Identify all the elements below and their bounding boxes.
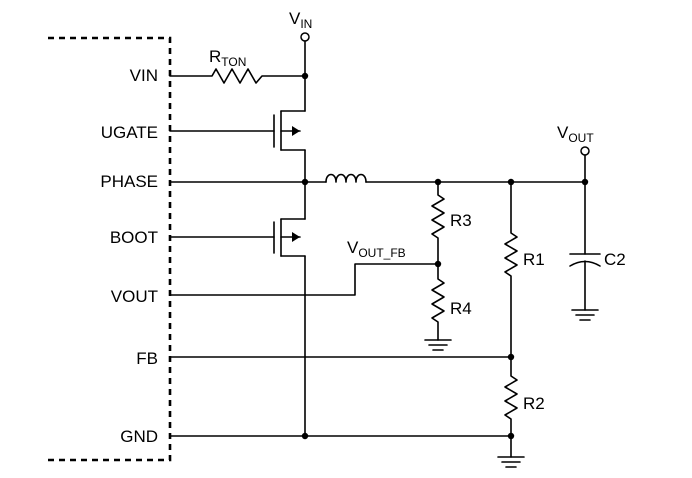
ic-boundary xyxy=(48,36,172,462)
r1-label: R1 xyxy=(523,250,545,269)
low-side-source-dot xyxy=(301,432,309,440)
r3-resistor xyxy=(431,181,445,265)
r4-resistor xyxy=(431,263,445,341)
r2-label: R2 xyxy=(523,394,545,413)
vin-terminal xyxy=(300,32,310,42)
vout-terminal-label: VOUT xyxy=(557,123,594,145)
r4-ground-icon xyxy=(424,339,452,351)
r2-resistor xyxy=(504,356,518,437)
c2-ground-icon xyxy=(571,309,599,321)
pin-label-vout: VOUT xyxy=(111,287,158,306)
inductor xyxy=(325,173,367,183)
vout-fb-label: VOUT_FB xyxy=(347,238,406,260)
r1-resistor xyxy=(504,181,518,358)
c2-label: C2 xyxy=(604,250,626,269)
high-side-mosfet xyxy=(169,75,306,183)
pin-label-gnd: GND xyxy=(120,427,158,446)
vout-sense-wire xyxy=(169,263,439,296)
low-side-mosfet xyxy=(169,181,306,437)
vout-terminal xyxy=(580,146,590,156)
c2-capacitor xyxy=(569,181,601,311)
rton-resistor xyxy=(169,68,306,84)
gnd-ground-icon xyxy=(497,456,525,468)
r3-label: R3 xyxy=(450,211,472,230)
rton-label: RTON xyxy=(209,47,246,69)
pin-label-boot: BOOT xyxy=(110,228,158,247)
r4-label: R4 xyxy=(450,299,472,318)
pin-label-phase: PHASE xyxy=(100,172,158,191)
pin-label-ugate: UGATE xyxy=(101,123,158,142)
vin-terminal-label: VIN xyxy=(289,9,312,31)
pin-label-fb: FB xyxy=(136,349,158,368)
pin-label-vin: VIN xyxy=(130,66,158,85)
